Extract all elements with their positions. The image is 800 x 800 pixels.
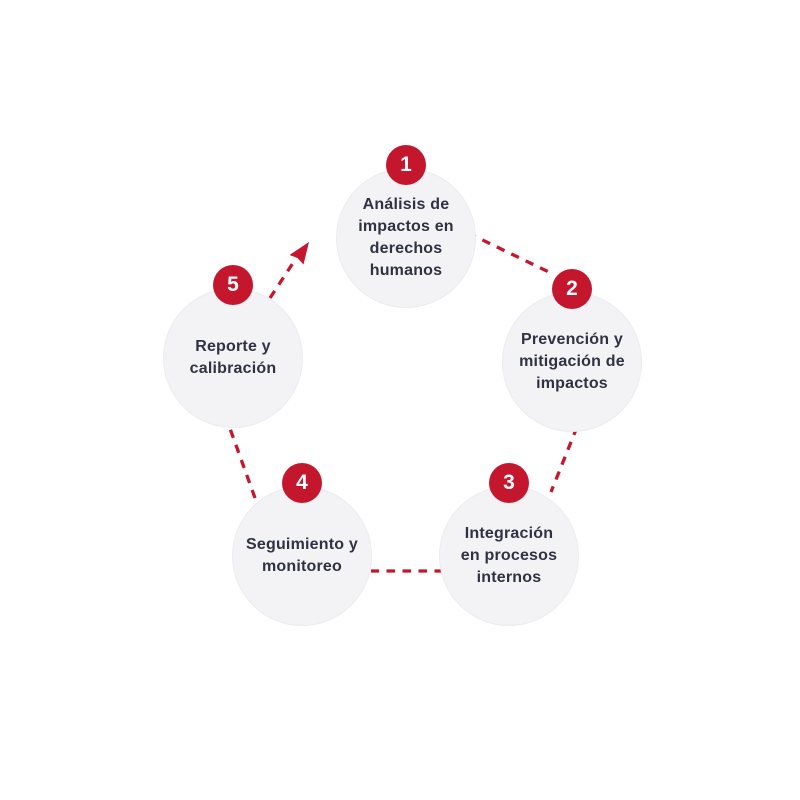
step-label-line: mitigación de (519, 353, 625, 370)
step-label-line: Prevención y (520, 331, 623, 348)
step-label-line: Análisis de (362, 196, 450, 213)
step-label-line: Reporte y (195, 338, 271, 355)
step-number-badge: 4 (282, 463, 322, 503)
step-label-line: Integración (464, 525, 554, 542)
step-label: Prevención y mitigación de impactos (513, 329, 631, 395)
step-label: Seguimiento y monitoreo (240, 534, 364, 578)
step-label: Reporte y calibración (184, 336, 283, 380)
step-label-line: en procesos (460, 547, 558, 564)
step-label-line: internos (476, 569, 542, 586)
connector-4-to-5 (226, 422, 257, 499)
step-label-line: monitoreo (261, 558, 342, 575)
step-label-line: humanos (369, 262, 443, 279)
step-label-line: derechos (369, 240, 443, 257)
step-number-badge: 3 (489, 463, 529, 503)
step-label-line: impactos (536, 375, 608, 392)
connector-5-to-1 (268, 262, 295, 299)
step-label-line: calibración (189, 360, 277, 377)
step-label: Integración en procesos internos (455, 523, 563, 589)
step-label-line: Seguimiento y (246, 536, 358, 553)
connector-1-to-2 (467, 231, 554, 276)
step-label: Análisis de impactos en derechos humanos (352, 194, 460, 282)
connector-2-to-3 (549, 426, 579, 493)
arrowhead-icon (289, 242, 309, 265)
step-label-line: impactos en (358, 218, 454, 235)
step-number-badge: 2 (552, 269, 592, 309)
step-number-badge: 1 (386, 145, 426, 185)
step-number-badge: 5 (213, 265, 253, 305)
